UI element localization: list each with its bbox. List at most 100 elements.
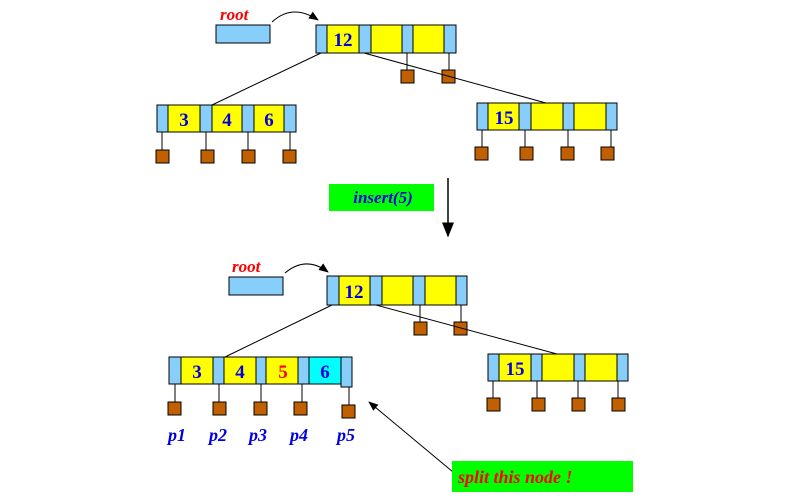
record-pointer-box <box>341 404 356 419</box>
pointer-cell <box>573 353 586 382</box>
pointer-cell <box>168 356 182 385</box>
record-pointer-box <box>531 397 546 412</box>
key-cell <box>487 102 520 131</box>
pointer-cell <box>255 356 267 385</box>
key-cell <box>381 275 414 306</box>
left-leaf-node: 3 4 6 <box>155 104 297 164</box>
right-leaf-node: 15 <box>474 102 618 161</box>
key-text: 15 <box>495 108 514 129</box>
null-pointer-box <box>413 321 428 336</box>
record-pointer-box <box>200 149 215 164</box>
record-pointer-box <box>486 397 501 412</box>
record-pointer-box <box>474 146 489 161</box>
pointer-cell <box>605 102 618 131</box>
key-cell <box>573 102 607 131</box>
root-label: root <box>220 5 250 24</box>
key-cell <box>541 353 575 382</box>
overflow-pointer-cell <box>340 356 353 388</box>
key-text: 6 <box>264 110 274 131</box>
record-pointer-box <box>212 401 227 416</box>
key-cell <box>326 24 360 54</box>
root-arrow <box>271 11 319 23</box>
edge-root-to-left <box>211 52 322 106</box>
record-pointer-box <box>519 146 534 161</box>
record-pointer-box <box>241 149 256 164</box>
key-cell <box>265 356 299 385</box>
key-cell <box>370 24 403 54</box>
pointer-cell <box>283 104 297 133</box>
pointer-cell <box>530 353 543 382</box>
record-pointer-box <box>571 397 586 412</box>
record-pointer-box <box>282 149 297 164</box>
pointer-cell <box>443 24 457 54</box>
edge-root-to-left <box>224 304 333 358</box>
pointer-cell <box>487 353 500 382</box>
key-cell <box>180 356 214 385</box>
operation-label: insert(5) <box>353 188 413 207</box>
pointer-cell <box>212 356 225 385</box>
pointer-cell <box>616 353 629 382</box>
key-cell <box>584 353 618 382</box>
edge-root-to-right <box>363 52 547 104</box>
record-pointer-box <box>253 401 268 416</box>
pointer-cell <box>369 275 383 306</box>
annotation-label: split this node ! <box>457 467 573 487</box>
key-text: 12 <box>334 30 353 51</box>
key-text: 3 <box>179 110 189 131</box>
operation-section: insert(5) <box>329 178 454 238</box>
key-cell <box>530 102 564 131</box>
pointer-label: p1 <box>166 425 186 445</box>
key-text: 3 <box>192 362 202 383</box>
record-pointer-box <box>293 401 308 416</box>
null-pointer-box <box>453 321 468 336</box>
record-pointer-box <box>600 146 615 161</box>
root-node: 12 <box>315 24 457 84</box>
overflow-key-cell <box>308 356 342 385</box>
pointer-label: p4 <box>288 425 308 445</box>
pointer-cell <box>326 275 340 306</box>
pointer-cell <box>562 102 575 131</box>
pointer-cell <box>156 104 169 133</box>
record-pointer-box <box>611 397 626 412</box>
null-pointer-box <box>400 69 415 84</box>
after-section: root 12 <box>166 257 633 492</box>
pointer-cell <box>358 24 372 54</box>
key-cell <box>412 24 445 54</box>
pointer-cell <box>455 275 468 306</box>
overflow-key-text: 6 <box>320 362 330 383</box>
root-pointer-box <box>228 276 284 296</box>
key-text: 4 <box>235 362 245 383</box>
pointer-cell <box>315 24 328 54</box>
key-text: 4 <box>222 110 232 131</box>
record-pointer-box <box>155 149 170 164</box>
key-cell <box>424 275 457 306</box>
right-leaf-node: 15 <box>486 353 629 412</box>
root-label: root <box>232 257 262 276</box>
pointer-cell <box>476 102 489 131</box>
record-pointer-box <box>167 401 182 416</box>
key-cell <box>211 104 243 133</box>
record-pointer-box <box>560 146 575 161</box>
pointer-cell <box>199 104 213 133</box>
root-arrow <box>284 263 329 274</box>
annotation-box <box>452 461 633 492</box>
root-node: 12 <box>326 275 468 336</box>
pointer-label: p3 <box>247 425 267 445</box>
pointer-cell <box>401 24 414 54</box>
key-cell <box>223 356 257 385</box>
root-pointer-box <box>215 24 271 44</box>
key-text: 12 <box>345 282 364 303</box>
before-section: root 12 3 <box>155 5 618 164</box>
pointer-label: p2 <box>207 425 227 445</box>
pointer-cell <box>297 356 310 385</box>
pointer-cell <box>412 275 426 306</box>
annotation-arrow <box>368 401 454 473</box>
pointer-cell <box>241 104 255 133</box>
operation-box <box>329 184 434 211</box>
pointer-label: p5 <box>335 425 355 445</box>
key-cell <box>498 353 532 382</box>
edge-root-to-right <box>375 304 558 355</box>
key-text: 15 <box>506 359 525 380</box>
inserted-key-text: 5 <box>278 362 288 383</box>
